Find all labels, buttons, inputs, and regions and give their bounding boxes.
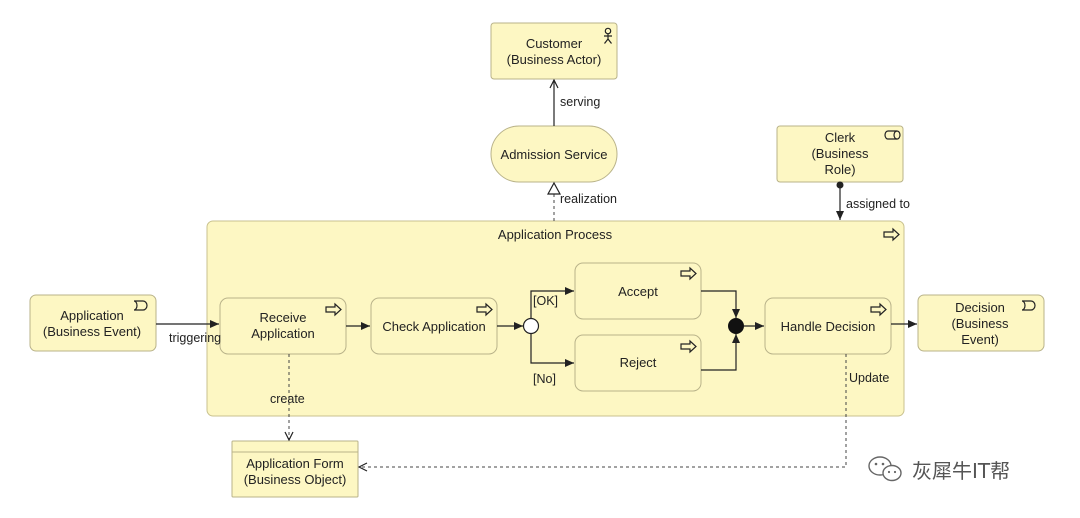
application-process[interactable]: Application Process xyxy=(206,220,905,417)
customer-type: (Business Actor) xyxy=(507,52,602,67)
process-arrow-icon xyxy=(476,302,493,317)
update-access-relation[interactable]: Update xyxy=(359,354,889,467)
create-access-relation[interactable]: create xyxy=(270,354,305,440)
customer-name: Customer xyxy=(526,36,583,51)
receive-application[interactable]: Receive Application xyxy=(219,297,347,355)
clerk-role[interactable]: Clerk (Business Role) xyxy=(776,125,904,183)
application-form-name: Application Form xyxy=(246,456,344,471)
handle-decision-label: Handle Decision xyxy=(781,319,876,334)
handle-decision[interactable]: Handle Decision xyxy=(764,297,892,355)
receive-application-line1: Receive xyxy=(260,310,307,325)
customer-actor[interactable]: Customer (Business Actor) xyxy=(490,22,618,80)
no-branch-flow[interactable]: [No] xyxy=(530,334,574,386)
assigned-to-relation[interactable]: assigned to xyxy=(836,181,910,220)
process-arrow-icon xyxy=(680,339,697,354)
clerk-name: Clerk xyxy=(825,130,856,145)
watermark-text: 灰犀牛IT帮 xyxy=(912,459,1010,483)
decision-event-type-line2: Event) xyxy=(961,332,999,347)
process-arrow-icon xyxy=(680,266,697,281)
reject-label: Reject xyxy=(620,355,657,370)
role-icon xyxy=(884,130,901,140)
accept-label: Accept xyxy=(618,284,658,299)
reject-process[interactable]: Reject xyxy=(574,334,702,392)
admission-service-label: Admission Service xyxy=(501,147,608,162)
process-arrow-icon xyxy=(870,302,887,317)
ok-guard-label: [OK] xyxy=(533,294,558,308)
and-junction[interactable] xyxy=(728,318,744,334)
accept-process[interactable]: Accept xyxy=(574,262,702,320)
triggering-label: triggering xyxy=(169,331,221,345)
update-label: Update xyxy=(849,371,889,385)
create-label: create xyxy=(270,392,305,406)
receive-application-line2: Application xyxy=(251,326,315,341)
application-event-name: Application xyxy=(60,308,124,323)
assigned-to-label: assigned to xyxy=(846,197,910,211)
accept-to-junction-flow[interactable] xyxy=(701,290,740,318)
check-application[interactable]: Check Application xyxy=(370,297,498,355)
application-form-type: (Business Object) xyxy=(244,472,347,487)
reject-to-junction-flow[interactable] xyxy=(701,334,740,371)
realization-label: realization xyxy=(560,192,617,206)
application-process-label: Application Process xyxy=(498,227,613,242)
event-icon xyxy=(133,300,148,311)
ok-branch-flow[interactable]: [OK] xyxy=(530,287,574,318)
decision-event-type-line1: (Business xyxy=(951,316,1009,331)
process-arrow-icon xyxy=(325,302,342,317)
serving-label: serving xyxy=(560,95,600,109)
realization-relation[interactable]: realization xyxy=(554,183,617,221)
decision-event-name: Decision xyxy=(955,300,1005,315)
actor-icon xyxy=(604,27,612,44)
watermark: 灰犀牛IT帮 xyxy=(868,456,1010,483)
triggering-relation[interactable]: triggering xyxy=(156,320,221,345)
process-arrow-icon xyxy=(883,227,900,242)
event-icon xyxy=(1021,300,1036,311)
application-event-type: (Business Event) xyxy=(43,324,141,339)
clerk-type-line1: (Business xyxy=(811,146,869,161)
clerk-type-line2: Role) xyxy=(824,162,855,177)
wechat-icon xyxy=(868,456,902,482)
serving-relation[interactable]: serving xyxy=(554,80,600,126)
application-form[interactable]: Application Form (Business Object) xyxy=(231,440,359,498)
or-junction[interactable] xyxy=(522,317,540,335)
application-event[interactable]: Application (Business Event) xyxy=(29,294,157,352)
admission-service[interactable]: Admission Service xyxy=(490,125,618,183)
decision-event[interactable]: Decision (Business Event) xyxy=(917,294,1045,352)
no-guard-label: [No] xyxy=(533,372,556,386)
check-application-label: Check Application xyxy=(382,319,485,334)
